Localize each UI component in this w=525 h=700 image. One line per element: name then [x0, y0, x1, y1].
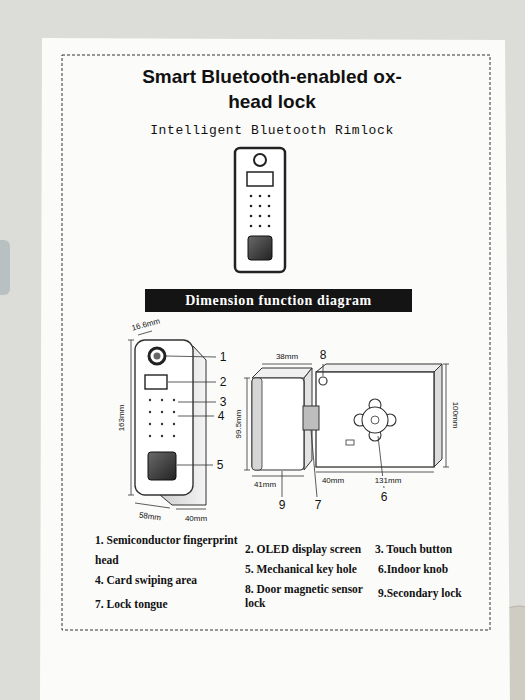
callout-number: 5 — [216, 458, 225, 472]
callout-number: 1 — [219, 350, 228, 364]
dimension-label: 100mm — [450, 401, 460, 430]
legend-item: 7. Lock tongue — [95, 594, 168, 614]
dimension-label: 163mm — [117, 404, 127, 433]
legend-item: 2. OLED display screen — [245, 539, 361, 559]
callout-number: 3 — [219, 395, 228, 409]
dimension-label: 38mm — [275, 352, 299, 362]
page-title: Smart Bluetooth-enabled ox-head lock — [122, 64, 422, 114]
legend-item: 1. Semiconductor fingerprint head — [95, 530, 240, 570]
callout-number: 7 — [314, 498, 323, 512]
callout-number: 2 — [219, 375, 228, 389]
legend-item: 8. Door magnetic sensor lock — [245, 582, 385, 610]
legend-item: 6.Indoor knob — [378, 559, 448, 579]
legend-item: 3. Touch button — [375, 539, 452, 559]
callout-number: 9 — [278, 498, 287, 512]
legend-item: 5. Mechanical key hole — [245, 559, 357, 579]
legend-item: 9.Secondary lock — [378, 583, 462, 603]
dimension-label: 99.5mm — [234, 409, 244, 440]
dimension-label: 40mm — [184, 514, 208, 524]
callout-number: 6 — [380, 490, 389, 504]
band-heading: Dimension function diagram — [185, 293, 372, 309]
heading-band: Dimension function diagram — [145, 289, 412, 312]
callout-number: 4 — [217, 409, 226, 423]
legend-item: 4. Card swiping area — [95, 570, 197, 590]
dimension-label: 131mm — [374, 476, 403, 486]
dimension-label: 41mm — [253, 480, 277, 490]
dimension-label: 40mm — [321, 476, 345, 486]
callout-number: 8 — [319, 348, 328, 362]
subtitle: Intelligent Bluetooth Rimlock — [149, 123, 395, 139]
